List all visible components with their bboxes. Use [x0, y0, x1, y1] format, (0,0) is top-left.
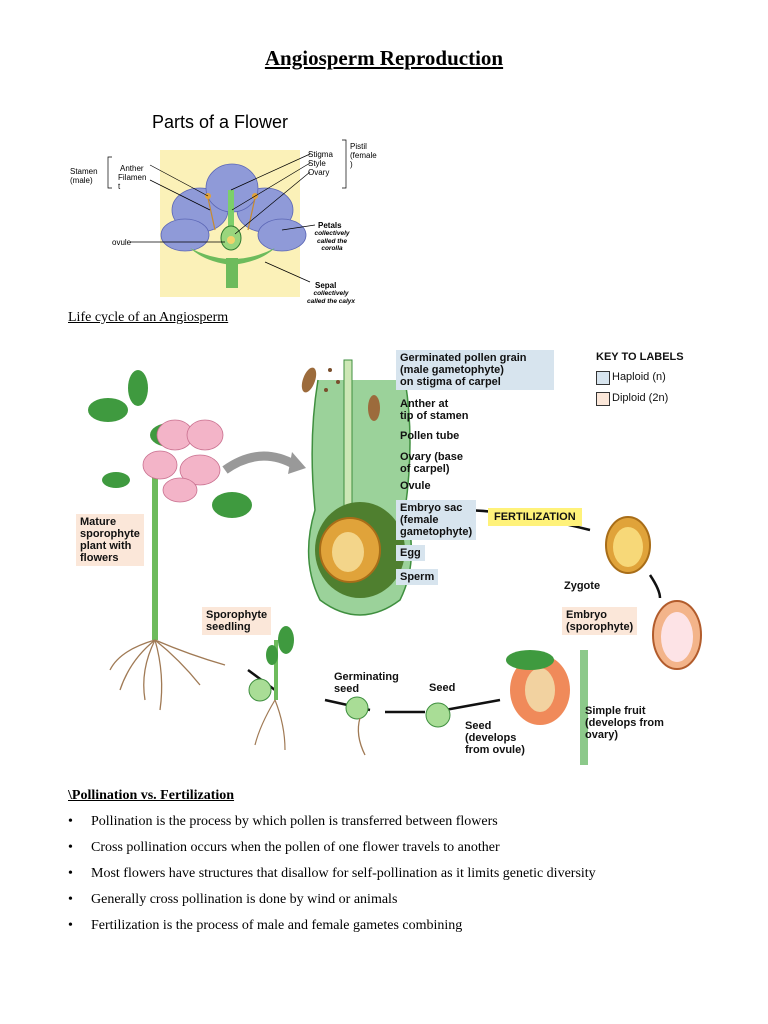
label-pistil: Pistil (female ) [350, 142, 377, 169]
label-sepal-note: collectively called the calyx [306, 290, 356, 305]
label-seed: Seed [429, 682, 456, 694]
label-ovary: Ovary [308, 168, 330, 177]
label-zygote: Zygote [564, 580, 601, 592]
label-egg: Egg [396, 545, 425, 561]
label-mature-plant: Mature sporophyte plant with flowers [76, 514, 144, 566]
fruit-drawing [506, 650, 588, 765]
list-item: •Generally cross pollination is done by … [68, 890, 728, 916]
list-item: •Most flowers have structures that disal… [68, 864, 728, 890]
key-title: KEY TO LABELS [596, 351, 684, 363]
stamens [207, 197, 256, 231]
bullet-glyph: • [68, 866, 73, 881]
seed-drawing [425, 702, 451, 728]
label-anther: Anther [120, 164, 144, 173]
bullet-glyph: • [68, 892, 73, 907]
label-style: Style [308, 159, 326, 168]
label-sepal: Sepal [315, 281, 337, 290]
key-haploid-swatch [596, 371, 610, 385]
label-embryo: Embryo (sporophyte) [562, 607, 638, 635]
label-germinating-seed: Germinating seed [334, 671, 399, 695]
lifecycle-heading: Life cycle of an Angiosperm [68, 310, 229, 325]
bullet-glyph: • [68, 918, 73, 933]
label-simple-fruit: Simple fruit (develops from ovary) [585, 705, 664, 741]
label-ovule: ovule [112, 238, 132, 247]
key-diploid-swatch [596, 392, 610, 406]
label-fertilization: FERTILIZATION [488, 508, 582, 526]
bullet-glyph: • [68, 840, 73, 855]
label-petals: Petals [318, 221, 342, 230]
key-haploid: Haploid (n) [612, 371, 666, 383]
list-item: •Cross pollination occurs when the polle… [68, 838, 728, 864]
label-anther-tip: Anther at tip of stamen [400, 398, 469, 422]
lifecycle-diagram [88, 359, 702, 765]
carpel-drawing [301, 359, 413, 616]
label-filament: Filamen t [118, 173, 147, 191]
flower-diagram [107, 139, 347, 297]
label-ovary-base: Ovary (base of carpel) [400, 451, 463, 475]
label-stamen: Stamen (male) [70, 167, 98, 185]
flower-petals [160, 163, 307, 252]
seedling-drawing [248, 678, 272, 702]
label-embryo-sac: Embryo sac (female gametophyte) [396, 500, 477, 540]
flower-stem [226, 258, 238, 288]
mature-plant-drawing [88, 370, 252, 711]
label-ovule-2: Ovule [400, 480, 431, 492]
bullet-list: •Pollination is the process by which pol… [68, 812, 728, 942]
list-item: •Fertilization is the process of male an… [68, 916, 728, 942]
label-seed-develops: Seed (develops from ovule) [465, 720, 525, 756]
bullet-glyph: • [68, 814, 73, 829]
key-diploid: Diploid (2n) [612, 392, 669, 404]
document-title: Angiosperm Reproduction [264, 46, 504, 70]
flower-figure-title: Parts of a Flower [152, 112, 289, 132]
label-germinated-pollen: Germinated pollen grain (male gametophyt… [396, 350, 554, 390]
label-pollen-tube: Pollen tube [400, 430, 460, 442]
label-petals-note: collectively called the corolla [314, 230, 350, 252]
list-item: •Pollination is the process by which pol… [68, 812, 728, 838]
germinating-seed-drawing [345, 696, 369, 720]
label-sperm: Sperm [396, 569, 439, 585]
label-sporophyte-seedling: Sporophyte seedling [202, 607, 272, 635]
label-stigma: Stigma [308, 150, 333, 159]
section-heading: \Pollination vs. Fertilization [68, 788, 235, 803]
